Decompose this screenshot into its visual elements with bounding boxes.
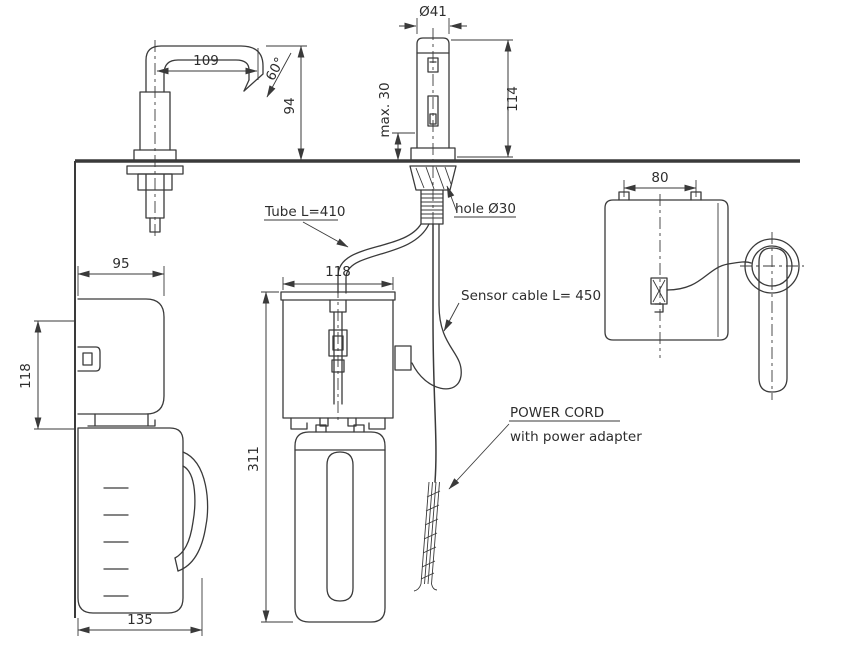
label-dim-max30: max. 30: [377, 82, 393, 137]
dim-80: 80: [623, 170, 697, 197]
label-dim-109: 109: [193, 53, 219, 69]
label-sensor-cable: Sensor cable L= 450: [461, 288, 601, 304]
label-dim-60deg: 60°: [263, 55, 288, 84]
power-cord: [413, 223, 441, 592]
callout-tube: Tube L=410: [264, 204, 349, 248]
label-dim-135: 135: [127, 612, 153, 628]
label-hole: hole Ø30: [455, 201, 516, 217]
tank-front-view: [280, 286, 412, 430]
dim-95: 95: [77, 256, 165, 296]
dim-114: 114: [451, 39, 521, 158]
bottle-front-view: [294, 424, 386, 623]
label-dim-118-side: 118: [18, 363, 34, 389]
label-dim-80: 80: [651, 170, 668, 186]
callout-power-cord: POWER CORD with power adapter: [448, 405, 642, 490]
callout-sensor-cable: Sensor cable L= 450: [443, 288, 601, 332]
dim-311: 311: [246, 291, 293, 623]
label-tube: Tube L=410: [264, 204, 346, 220]
faucet-top-view: [740, 232, 804, 400]
jug-side-view: [77, 427, 209, 614]
label-dim-d41: Ø41: [419, 4, 447, 20]
label-dim-114: 114: [505, 86, 521, 112]
label-dim-118-tank: 118: [325, 264, 351, 280]
dim-118-side: 118: [18, 320, 74, 430]
callout-hole: hole Ø30: [446, 185, 516, 218]
dim-135: 135: [77, 578, 203, 636]
dim-118-tank: 118: [282, 264, 394, 290]
label-power-cord: POWER CORD: [510, 405, 604, 421]
label-power-adapter: with power adapter: [510, 429, 642, 445]
faucet-front-view: [409, 28, 457, 240]
sensor-cable-path: [411, 223, 462, 390]
dim-d41: Ø41: [399, 4, 467, 34]
dim-max30: max. 30: [377, 82, 415, 161]
faucet-side-view: [126, 40, 264, 238]
tube-path: [337, 223, 430, 294]
counter-and-wall: [74, 159, 800, 618]
dim-109: 109: [156, 48, 259, 80]
control-box-side-view: [77, 298, 165, 427]
label-dim-94: 94: [282, 97, 298, 114]
label-dim-311: 311: [246, 446, 262, 472]
control-box-top-view: [604, 191, 752, 358]
label-dim-95: 95: [112, 256, 129, 272]
dim-60deg: 60°: [263, 52, 292, 98]
dim-94: 94: [266, 45, 307, 161]
